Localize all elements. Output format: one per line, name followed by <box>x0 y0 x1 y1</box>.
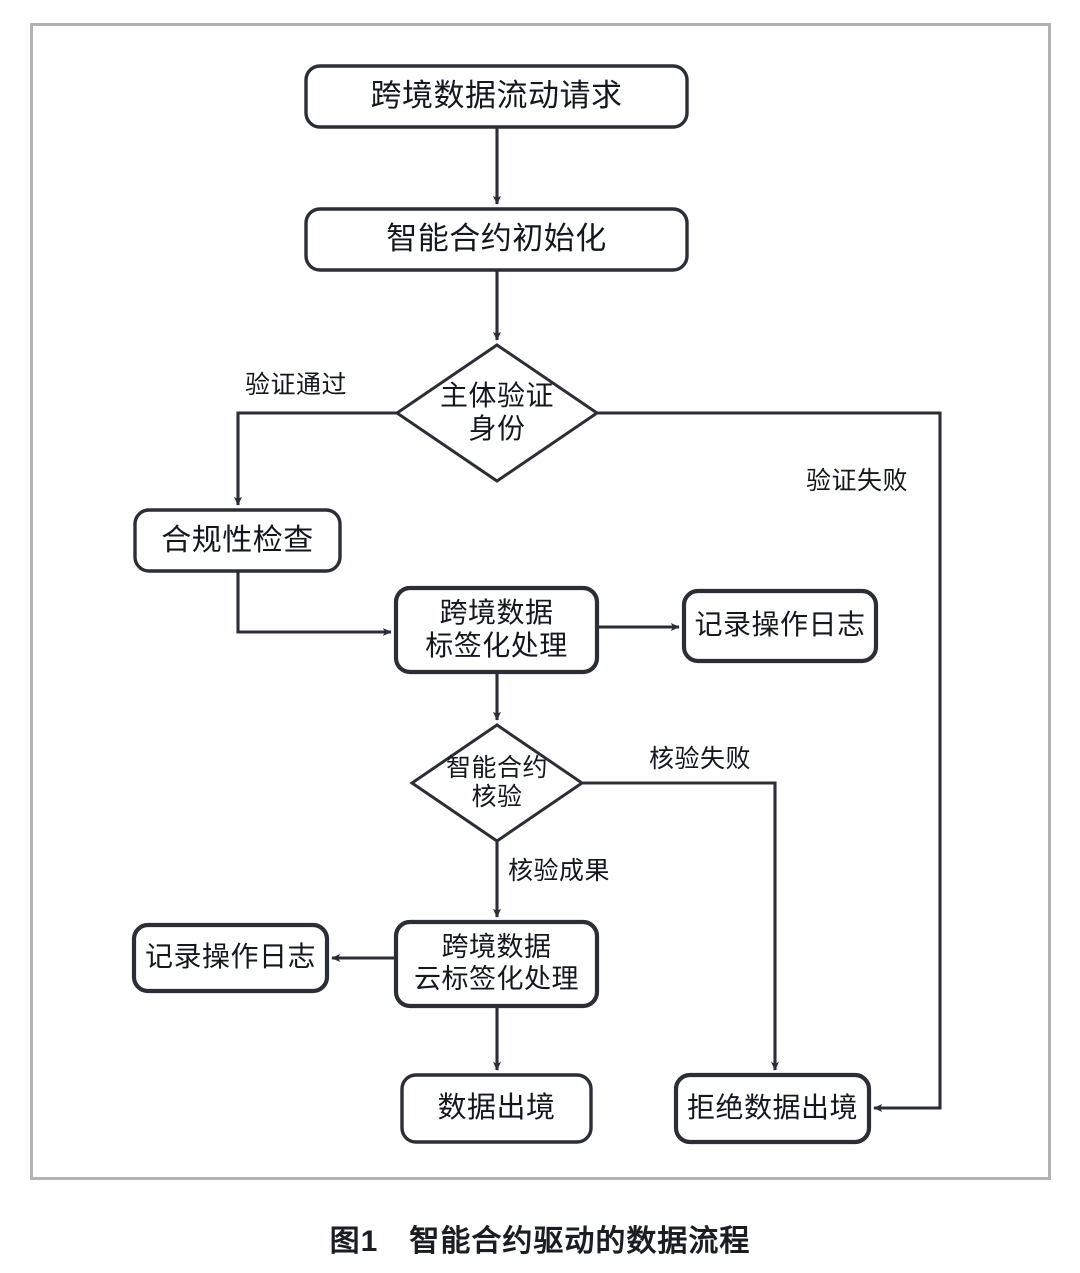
node-log-bottom: 记录操作日志 <box>144 942 316 974</box>
node-contract-init: 智能合约初始化 <box>386 221 607 257</box>
node-tagging: 跨境数据 标签化处理 <box>425 597 568 662</box>
node-data-reject: 拒绝数据出境 <box>686 1092 858 1124</box>
edge-label-check-success: 核验成果 <box>508 858 611 885</box>
node-cloud-tagging: 跨境数据 云标签化处理 <box>414 932 579 994</box>
node-identity-check: 主体验证 身份 <box>439 380 554 445</box>
node-compliance-check: 合规性检查 <box>161 523 314 557</box>
node-request: 跨境数据流动请求 <box>370 78 623 114</box>
node-contract-verify: 智能合约 核验 <box>445 754 548 812</box>
edge-label-check-fail: 核验失败 <box>649 746 752 773</box>
node-log-top: 记录操作日志 <box>694 610 866 642</box>
node-data-export: 数据出境 <box>437 1092 556 1125</box>
figure-caption: 图1 智能合约驱动的数据流程 <box>329 1225 751 1258</box>
edge-label-verify-fail: 验证失败 <box>806 468 909 495</box>
edge-label-verify-pass: 验证通过 <box>245 372 348 399</box>
